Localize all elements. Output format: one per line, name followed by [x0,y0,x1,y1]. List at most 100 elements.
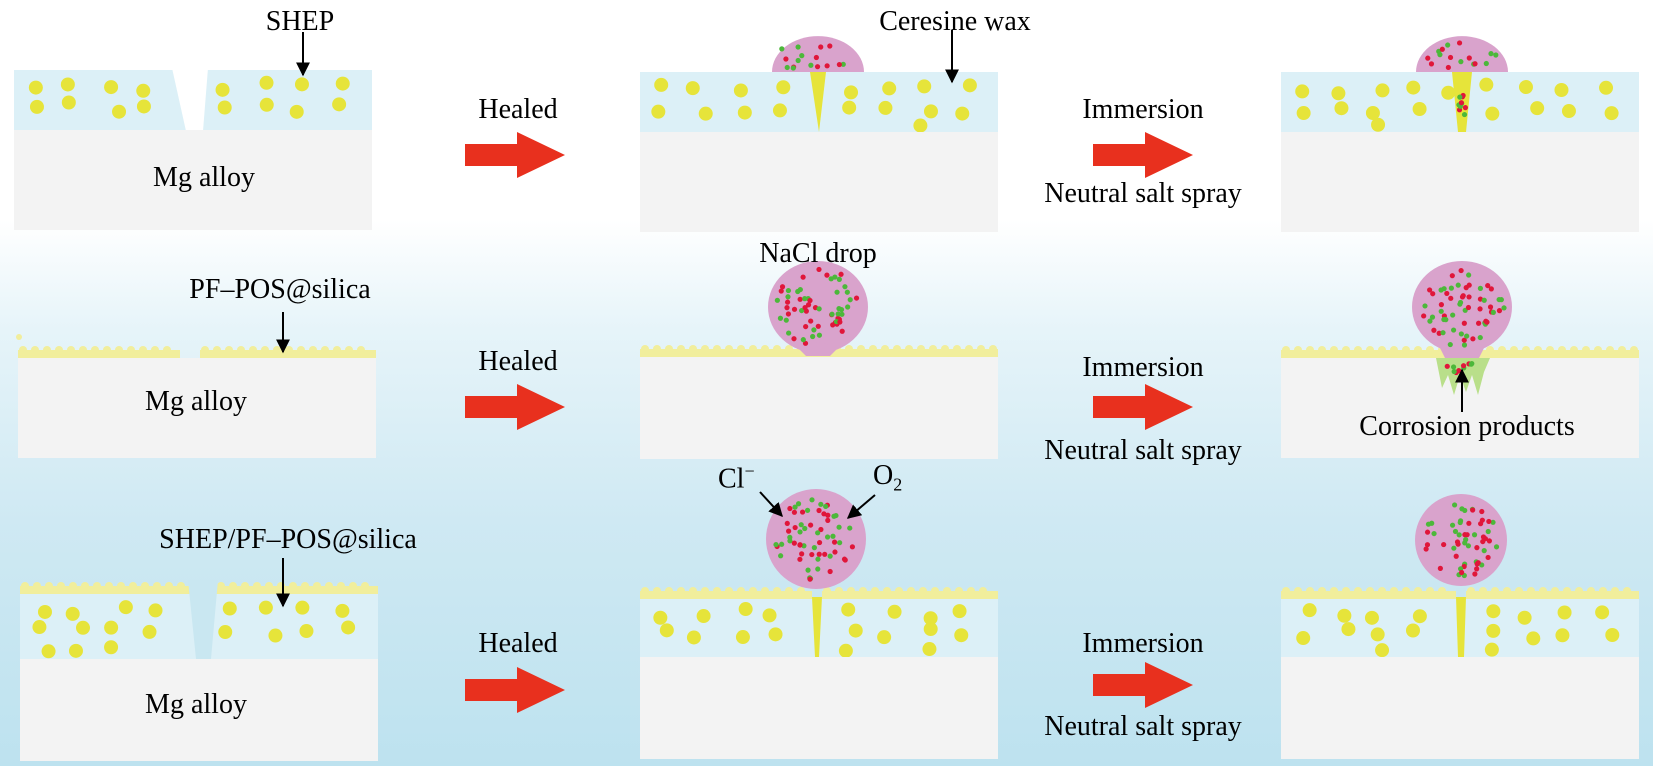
shep-particle [923,104,938,119]
silica-particle [1467,587,1475,595]
silica-particle [163,346,171,354]
silica-particle [1582,346,1590,354]
shep-particle [1485,106,1500,121]
chloride-ion [1478,521,1484,527]
silica-particle [835,587,843,595]
silica-particle [1342,587,1350,595]
oxygen-molecule [795,44,801,50]
chloride-ion [813,54,819,61]
chloride-ion [1462,105,1468,111]
chloride-ion [1441,541,1447,548]
oxygen-molecule [773,541,779,548]
shep-particle [136,83,151,98]
oxygen-molecule [1441,286,1447,292]
chloride-ion [1445,64,1451,71]
shep-particle [955,106,970,121]
chloride-ion [1458,100,1465,106]
chloride-ion [1466,282,1472,288]
chloride-ion [805,302,812,308]
oxygen-molecule [1459,506,1465,512]
oxygen-molecule [842,284,848,290]
silica-particle [357,346,365,354]
oxygen-molecule [795,501,802,507]
chloride-ion [825,512,831,518]
oxygen-molecule [798,522,804,528]
shep-particle [258,600,273,615]
chloride-ion [831,539,838,545]
label-immersion-1: Immersion [1082,94,1204,125]
mg-alloy-substrate [1281,132,1639,232]
oxygen-molecule [805,567,811,573]
shep-particle [887,604,902,619]
silica-particle [117,582,125,590]
mg-alloy-substrate [20,659,378,761]
shep-particle [341,620,356,635]
silica-particle [859,587,867,595]
oxygen-subscript: 2 [893,474,903,495]
red-arrow-immersion-3 [1093,662,1193,708]
silica-particle [1527,587,1535,595]
silica-particle [177,582,185,590]
chloride-ion [1438,302,1444,308]
silica-particle [1575,587,1583,595]
oxygen-molecule [1461,342,1468,348]
oxygen-molecule [808,62,814,68]
shep-particle [1296,631,1311,646]
chloride-ion [784,299,791,305]
silica-particle [943,587,951,595]
oxygen-molecule [787,538,793,544]
red-arrow-immersion-1 [1093,132,1193,178]
silica-particle [43,346,51,354]
oxygen-molecule [1450,312,1456,318]
silica-particle [249,346,257,354]
silica-particle [701,345,709,353]
chloride-ion [824,63,830,69]
shep-particle [1526,631,1541,646]
shep-particle [844,85,859,100]
shep-particle [104,620,119,635]
oxygen-molecule [840,61,846,67]
label-mg-alloy-2: Mg alloy [145,386,247,417]
oxygen-molecule [827,553,833,559]
oxygen-molecule [811,327,817,333]
silica-particle [689,345,697,353]
silica-particle [737,587,745,595]
silica-particle [773,587,781,595]
silica-particle [253,582,261,590]
shep-particle [75,620,90,635]
shep-particle [838,643,853,658]
silica-particle [1330,587,1338,595]
chloride-ion [809,551,815,558]
oxygen-molecule [1443,317,1449,323]
silica-particle [1611,587,1619,595]
oxygen-molecule [1429,520,1435,526]
chloride-ion [1454,539,1461,545]
oxygen-molecule [1431,530,1437,537]
shep-particle [41,644,56,659]
silica-particle [713,587,721,595]
silica-particle [965,345,973,353]
silica-particle [289,582,297,590]
chloride-ion [802,305,808,311]
silica-particle [1426,587,1434,595]
oxygen-molecule [831,513,837,519]
shep-particle [1530,101,1545,116]
silica-particle [103,346,111,354]
silica-particle [1551,587,1559,595]
oxygen-molecule [790,65,796,71]
chloride-ion [1444,363,1450,369]
chloride-ion [1465,304,1472,311]
oxygen-molecule [1485,528,1491,535]
silica-particle [967,587,975,595]
silica-particle [1630,346,1638,354]
silica-particle [81,582,89,590]
shep-particle [954,628,969,643]
chloride-ion [808,318,814,324]
shep-particle [1405,623,1420,638]
silica-particle [333,346,341,354]
silica-particle [337,582,345,590]
chloride-ion [1475,320,1482,326]
oxygen-molecule [800,337,806,343]
chloride-ion [849,544,856,550]
silica-particle [16,334,22,340]
